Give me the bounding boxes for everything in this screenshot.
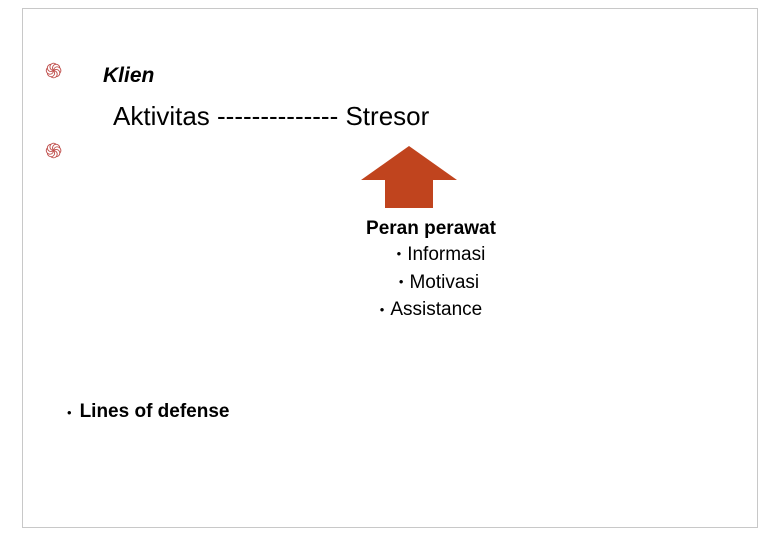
text-klien: Klien — [103, 64, 155, 87]
nurse-role-item-label: Informasi — [407, 243, 486, 265]
nurse-role-item-assistance: • Assistance — [301, 296, 561, 324]
up-arrow-shape — [361, 146, 457, 208]
curl-bullet-icon-1: ֍ — [45, 59, 63, 83]
nurse-role-block: Peran perawat •Informasi •Motivasi •Assi… — [301, 217, 561, 324]
nurse-role-item-label: Assistance — [390, 299, 483, 321]
nurse-role-item-motivasi: • Motivasi — [301, 269, 561, 297]
dot-bullet-icon-4: • — [67, 404, 72, 420]
nurse-role-item-label: Motivasi — [409, 271, 480, 293]
dot-bullet-icon-2: • — [398, 274, 404, 290]
lines-of-defense-label: Lines of defense — [79, 401, 230, 422]
text-aktivitas-stresor: Aktivitas -------------- Stresor — [113, 101, 430, 131]
text-lines-of-defense: • Lines of defense — [67, 401, 229, 423]
dot-bullet-icon-1: • — [396, 246, 402, 262]
dot-bullet-icon-3: • — [379, 301, 385, 317]
nurse-role-title: Peran perawat — [366, 218, 496, 239]
slide-frame: ֍ Klien Aktivitas -------------- Stresor… — [22, 8, 758, 528]
nurse-role-item-informasi: • Informasi — [301, 241, 561, 269]
curl-bullet-icon-2: ֍ — [45, 139, 63, 163]
